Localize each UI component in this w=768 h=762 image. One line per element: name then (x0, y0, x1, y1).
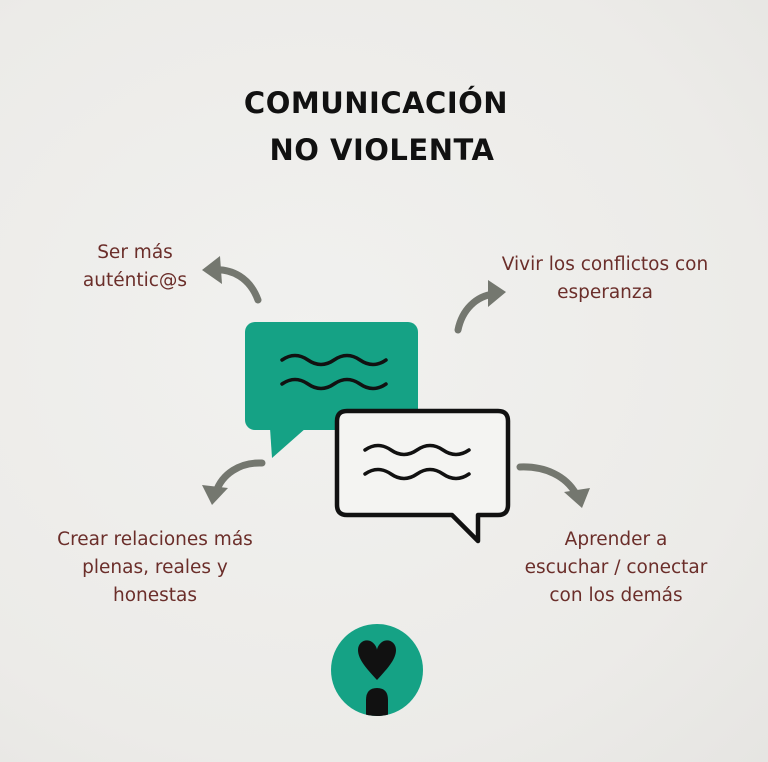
speech-bubble-green-icon (245, 322, 418, 458)
arrow-bottom-left-icon (202, 459, 266, 505)
branch-top-left-line-2: auténtic@s (82, 270, 188, 291)
branch-top-left-line-1: Ser más (97, 242, 173, 263)
arrow-top-left-icon (202, 256, 262, 304)
branch-bottom-left: Crear relaciones más plenas, reales y ho… (40, 526, 270, 610)
branch-bottom-right-line-3: con los demás (549, 585, 683, 606)
branch-bottom-right-line-2: escuchar / conectar (524, 557, 708, 578)
branch-top-right-line-2: esperanza (557, 282, 653, 303)
branch-bottom-left-line-2: plenas, reales y (82, 557, 228, 578)
branch-top-right: Vivir los conflictos con esperanza (490, 251, 720, 307)
arrow-bottom-right-icon (516, 463, 590, 508)
title-line-1: COMUNICACIÓN (243, 86, 509, 120)
title-line-2: NO VIOLENTA (269, 133, 495, 167)
heart-person-logo-icon (331, 624, 423, 716)
branch-bottom-left-line-3: honestas (112, 585, 198, 606)
branch-bottom-right: Aprender a escuchar / conectar con los d… (506, 526, 726, 610)
branch-bottom-right-line-1: Aprender a (564, 529, 668, 550)
arrow-top-right-icon (454, 280, 506, 334)
branch-top-right-line-1: Vivir los conflictos con (501, 254, 709, 275)
speech-bubble-white-icon (334, 408, 511, 544)
branch-top-left: Ser más auténtic@s (60, 239, 210, 295)
branch-bottom-left-line-1: Crear relaciones más (57, 529, 253, 550)
